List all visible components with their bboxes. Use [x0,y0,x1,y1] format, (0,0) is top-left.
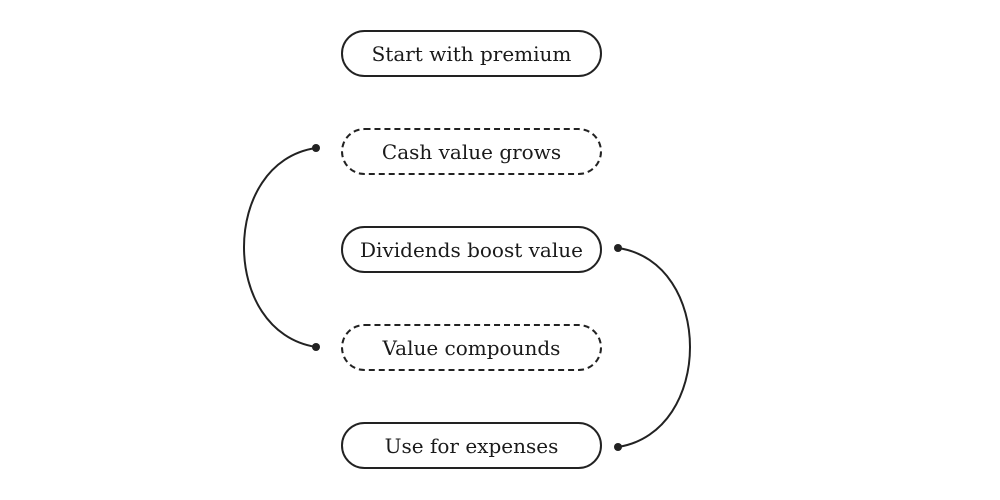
connector-dot-cash [312,144,320,152]
node-dividends-boost-value: Dividends boost value [341,226,602,273]
connector-dividends-to-expenses [617,247,691,448]
connector-dot-expenses [614,443,622,451]
node-label: Value compounds [382,335,561,360]
connector-dot-compounds [312,343,320,351]
node-use-for-expenses: Use for expenses [341,422,602,469]
connector-cash-to-compounds [243,147,317,348]
node-label: Cash value grows [381,139,562,164]
node-label: Use for expenses [384,433,559,458]
node-label: Dividends boost value [360,237,583,262]
connector-dot-dividends [614,244,622,252]
node-start-with-premium: Start with premium [341,30,602,77]
node-cash-value-grows: Cash value grows [341,128,602,175]
node-value-compounds: Value compounds [341,324,602,371]
node-label: Start with premium [371,41,572,66]
